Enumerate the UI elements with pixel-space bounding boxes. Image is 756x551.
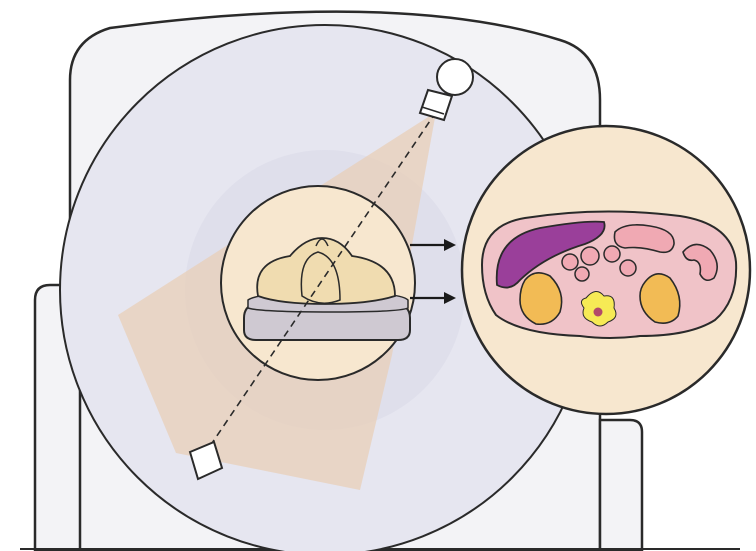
scanner-base-right <box>600 420 642 551</box>
spinal-cord <box>594 308 603 317</box>
